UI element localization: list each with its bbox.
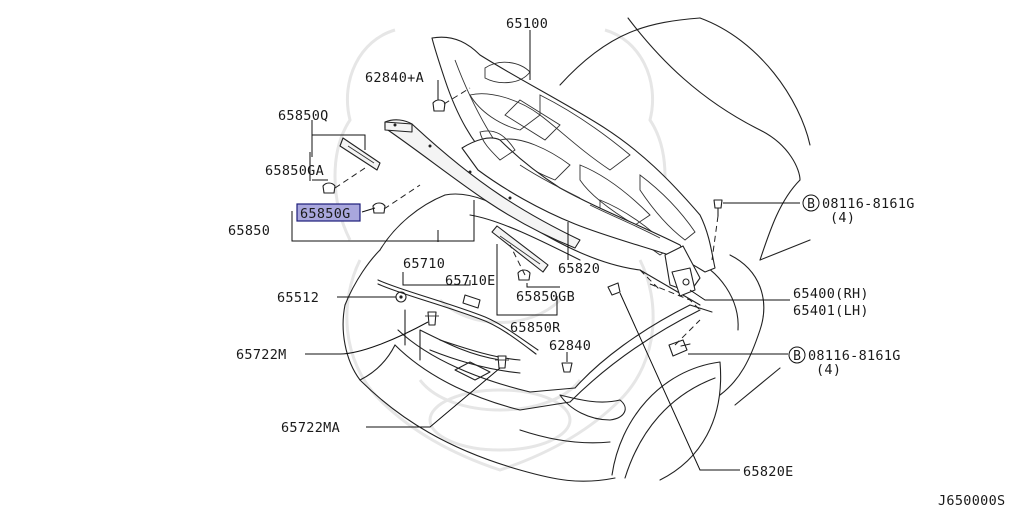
label-65400[interactable]: 65400(RH) xyxy=(793,286,869,302)
bolt-symbol-bottom: B xyxy=(788,346,806,364)
label-62840[interactable]: 62840 xyxy=(549,338,591,354)
clips xyxy=(322,99,621,373)
label-08116-bottom-qty: (4) xyxy=(816,362,841,378)
clip-65850g xyxy=(372,202,386,214)
label-65401[interactable]: 65401(LH) xyxy=(793,303,869,319)
bumper-stop-65820e xyxy=(607,282,621,296)
hood-inner-frame xyxy=(461,130,691,263)
part-labels: 65100 62840+A 65850Q 65850GA 65850G 6585… xyxy=(228,16,1005,509)
label-65850[interactable]: 65850 xyxy=(228,223,270,239)
bolt-symbol-letter: B xyxy=(807,197,815,212)
vehicle-body xyxy=(342,17,811,482)
label-65710e[interactable]: 65710E xyxy=(445,273,496,289)
highlight-65850g xyxy=(296,203,361,222)
label-65512[interactable]: 65512 xyxy=(277,290,319,306)
label-65850ga[interactable]: 65850GA xyxy=(265,163,324,179)
clip-62840a xyxy=(432,99,446,112)
watermark-emblem xyxy=(333,28,667,472)
label-65820e[interactable]: 65820E xyxy=(743,464,794,480)
leader-lines xyxy=(291,30,800,471)
label-65722m[interactable]: 65722M xyxy=(236,347,287,363)
assembly-dashed-lines xyxy=(334,87,719,346)
label-65850r[interactable]: 65850R xyxy=(510,320,561,336)
label-65850g[interactable]: 65850G xyxy=(300,206,351,222)
bumper-stop-65710e xyxy=(462,294,481,309)
label-08116-top-qty: (4) xyxy=(830,210,855,226)
hood-weatherstrip xyxy=(384,119,581,249)
diagram-id: J650000S xyxy=(938,493,1005,509)
label-65710[interactable]: 65710 xyxy=(403,256,445,272)
clip-65850gb xyxy=(517,269,531,281)
hood-hinge xyxy=(639,245,701,311)
clip-65722ma xyxy=(495,355,509,369)
bolt-bottom xyxy=(668,339,691,357)
label-65850gb[interactable]: 65850GB xyxy=(516,289,575,305)
seal-strip-65850q xyxy=(339,137,381,171)
label-65100[interactable]: 65100 xyxy=(506,16,548,32)
seal-strip-65850r xyxy=(491,225,549,273)
label-65722ma[interactable]: 65722MA xyxy=(281,420,340,436)
label-08116-bottom[interactable]: 08116-8161G xyxy=(808,348,901,364)
hood-rod xyxy=(377,279,539,355)
label-62840a[interactable]: 62840+A xyxy=(365,70,424,86)
clip-65850ga xyxy=(322,182,336,194)
clip-62840 xyxy=(561,362,573,373)
bolt-top xyxy=(713,199,723,217)
bolt-symbol-top: B xyxy=(802,194,820,212)
bolt-symbol-letter: B xyxy=(793,349,801,364)
label-65820[interactable]: 65820 xyxy=(558,261,600,277)
clip-65722m xyxy=(425,311,439,326)
label-08116-top[interactable]: 08116-8161G xyxy=(822,196,915,212)
label-65850q[interactable]: 65850Q xyxy=(278,108,329,124)
hood-panel xyxy=(431,36,716,273)
